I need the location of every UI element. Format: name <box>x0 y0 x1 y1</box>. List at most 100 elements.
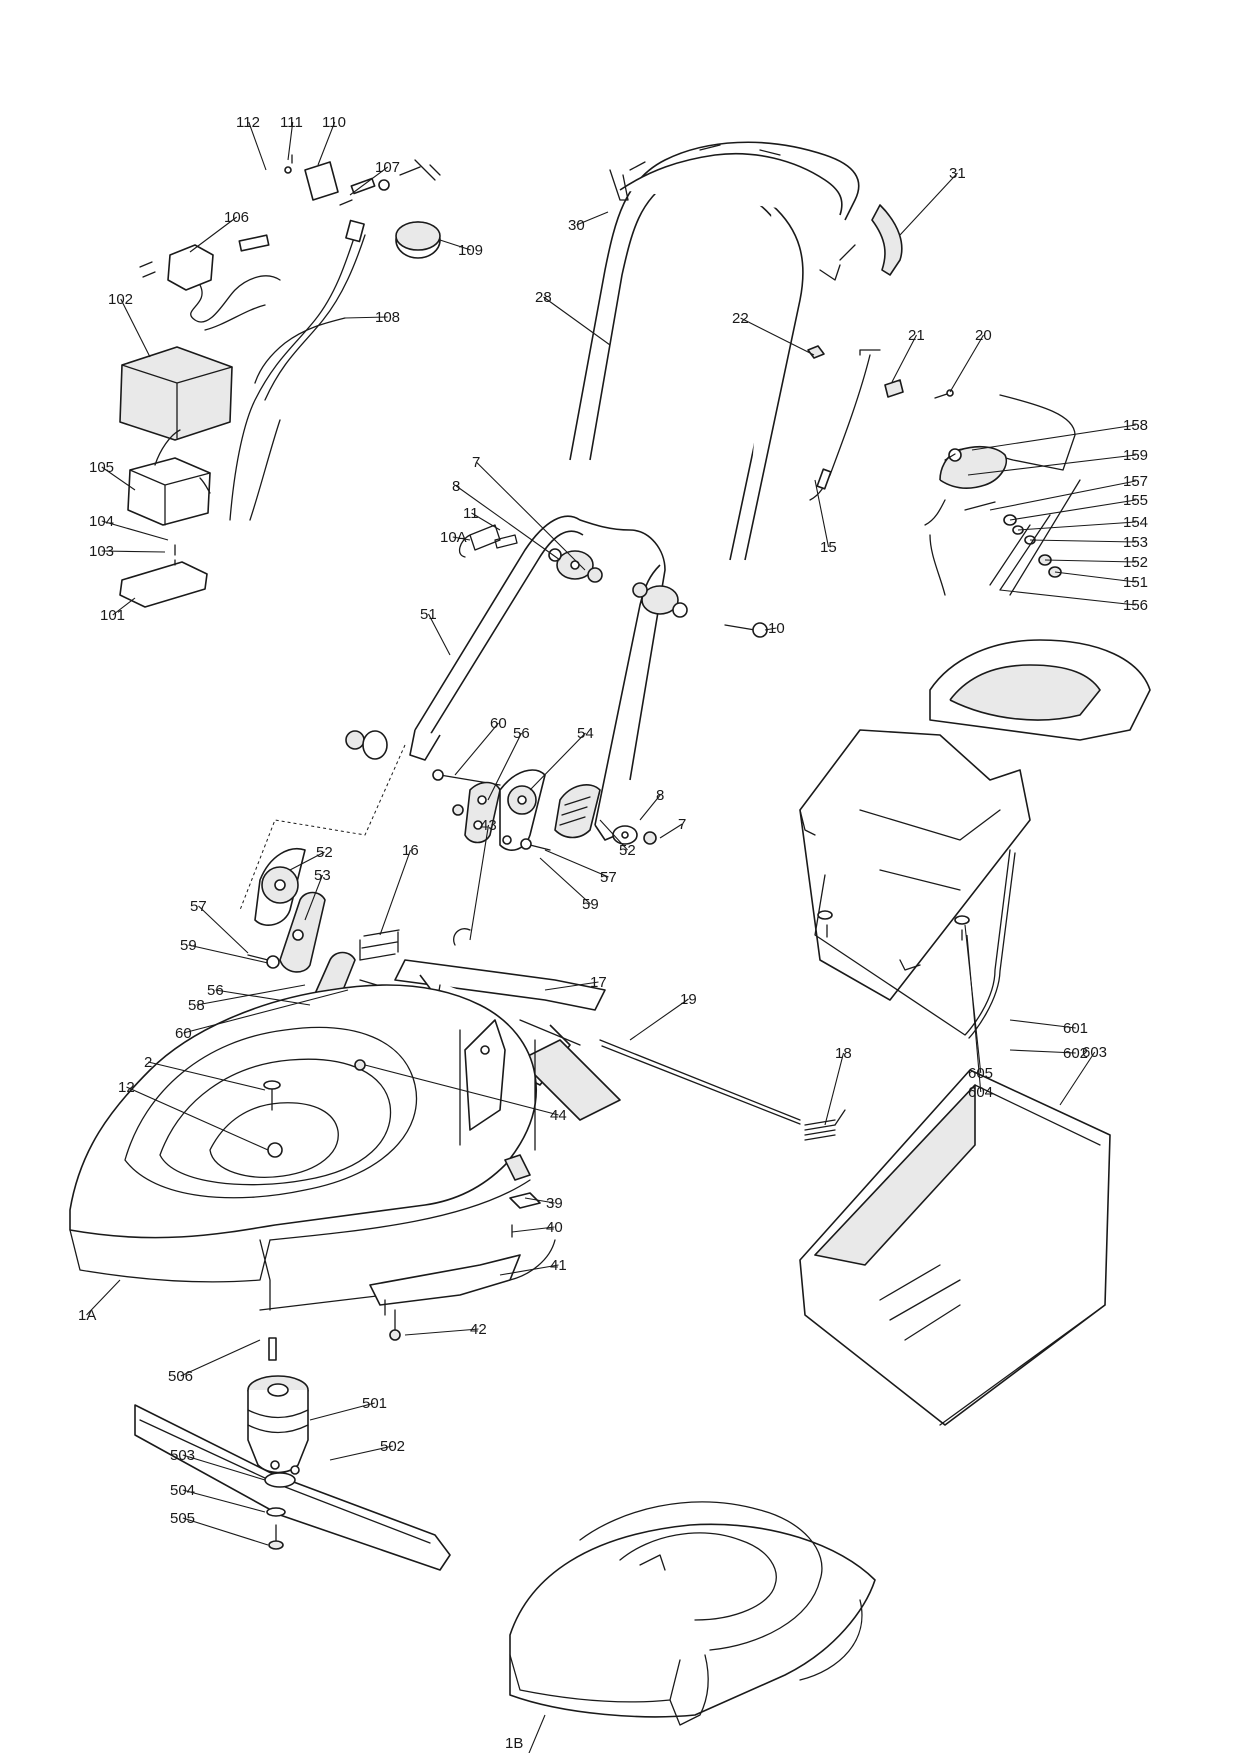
part-number-label: 12 <box>118 1079 135 1096</box>
leader-line <box>182 1454 266 1481</box>
leader-line <box>309 1402 375 1421</box>
part-number-label: 57 <box>600 869 617 886</box>
leader-line <box>196 984 306 1006</box>
part-number-label: 603 <box>1082 1044 1107 1061</box>
leader-line <box>529 732 586 791</box>
height-adjust-52-left <box>254 848 306 926</box>
part-number-label: 105 <box>89 459 114 476</box>
part-number-label: 57 <box>190 898 207 915</box>
mower-deck-1b <box>509 1501 876 1726</box>
part-number-label: 56 <box>207 982 224 999</box>
battery-tray <box>119 544 208 608</box>
leader-line <box>344 316 388 319</box>
leader-line <box>329 1445 393 1461</box>
part-number-label: 155 <box>1123 492 1148 509</box>
washer-504 <box>266 1507 286 1517</box>
bolt-42 <box>389 1309 401 1341</box>
part-number-label: 17 <box>590 974 607 991</box>
leader-line <box>86 1279 121 1316</box>
leader-line <box>659 823 683 839</box>
part-number-label: 11 <box>463 505 479 522</box>
part-number-label: 8 <box>452 478 460 495</box>
part-number-label: 21 <box>908 327 925 344</box>
explode-line <box>239 744 406 911</box>
part-number-label: 22 <box>732 310 749 327</box>
washer-left-601 <box>817 910 833 938</box>
part-number-label: 10A <box>440 529 467 546</box>
part-number-label: 153 <box>1123 534 1148 551</box>
leader-line <box>469 824 490 941</box>
leader-line <box>198 905 249 954</box>
height-adjust-54 <box>499 769 546 851</box>
leader-line <box>989 480 1136 511</box>
leader-line <box>764 627 777 631</box>
leader-line <box>126 1086 269 1151</box>
battery-cover <box>119 346 233 441</box>
bracket-8-right <box>632 582 688 618</box>
leader-line <box>188 944 269 964</box>
clip-43 <box>453 928 471 946</box>
part-number-label: 152 <box>1123 554 1148 571</box>
leader-line <box>287 121 294 161</box>
leader-line <box>1044 559 1136 563</box>
part-number-label: 108 <box>375 309 400 326</box>
leader-line <box>182 1489 266 1513</box>
leader-line <box>183 989 349 1034</box>
part-number-label: 44 <box>550 1107 567 1124</box>
ignition-key-unit <box>284 154 441 259</box>
leader-line <box>544 981 599 991</box>
leader-line <box>544 849 609 878</box>
part-number-label: 60 <box>490 715 507 732</box>
leader-line <box>349 166 389 196</box>
leader-line <box>899 172 958 236</box>
screw-57-right <box>502 835 551 851</box>
part-number-label: 52 <box>619 842 636 859</box>
leader-line <box>499 1264 559 1276</box>
charger <box>139 234 281 331</box>
part-number-label: 106 <box>224 209 249 226</box>
leader-line <box>524 1197 555 1204</box>
grass-bag-601 <box>799 639 1151 1001</box>
part-number-label: 59 <box>180 937 197 954</box>
bolt-2 <box>263 1080 281 1111</box>
leader-line <box>891 334 917 383</box>
hand-knob-10A <box>458 524 518 558</box>
leader-line <box>543 296 611 346</box>
part-number-label: 19 <box>680 991 697 1008</box>
leader-line <box>148 1061 266 1091</box>
throttle-cable <box>809 349 881 501</box>
part-number-label: 60 <box>175 1025 192 1042</box>
part-number-label: 59 <box>582 896 599 913</box>
leader-line <box>404 1328 479 1336</box>
part-number-label: 102 <box>108 291 133 308</box>
handle-bar-top <box>629 144 903 276</box>
leader-line <box>112 597 136 616</box>
leader-line <box>289 851 325 871</box>
leader-line <box>454 722 499 776</box>
part-number-label: 506 <box>168 1368 193 1385</box>
leader-line <box>576 211 609 226</box>
screw-20 <box>934 389 954 399</box>
leader-line <box>101 550 166 553</box>
part-number-label: 158 <box>1123 417 1148 434</box>
leader-line <box>740 317 815 356</box>
spring-18 <box>804 1109 846 1141</box>
leader-line <box>101 466 136 491</box>
leader-line <box>487 732 522 801</box>
spring-16 <box>359 929 400 961</box>
part-number-label: 502 <box>380 1438 405 1455</box>
leader-line <box>1009 499 1136 521</box>
part-number-label: 40 <box>546 1219 563 1236</box>
key-506 <box>268 1337 277 1361</box>
part-number-label: 8 <box>656 787 664 804</box>
mower-deck-1a <box>69 984 556 1311</box>
part-number-label: 7 <box>678 816 686 833</box>
deck-rear-bracket <box>464 1019 506 1131</box>
leader-line <box>1017 521 1136 531</box>
leader-line <box>120 298 151 358</box>
washer-8-right <box>612 825 657 845</box>
part-number-label: 156 <box>1123 597 1148 614</box>
leader-line <box>1054 571 1136 583</box>
part-number-label: 18 <box>835 1045 852 1062</box>
